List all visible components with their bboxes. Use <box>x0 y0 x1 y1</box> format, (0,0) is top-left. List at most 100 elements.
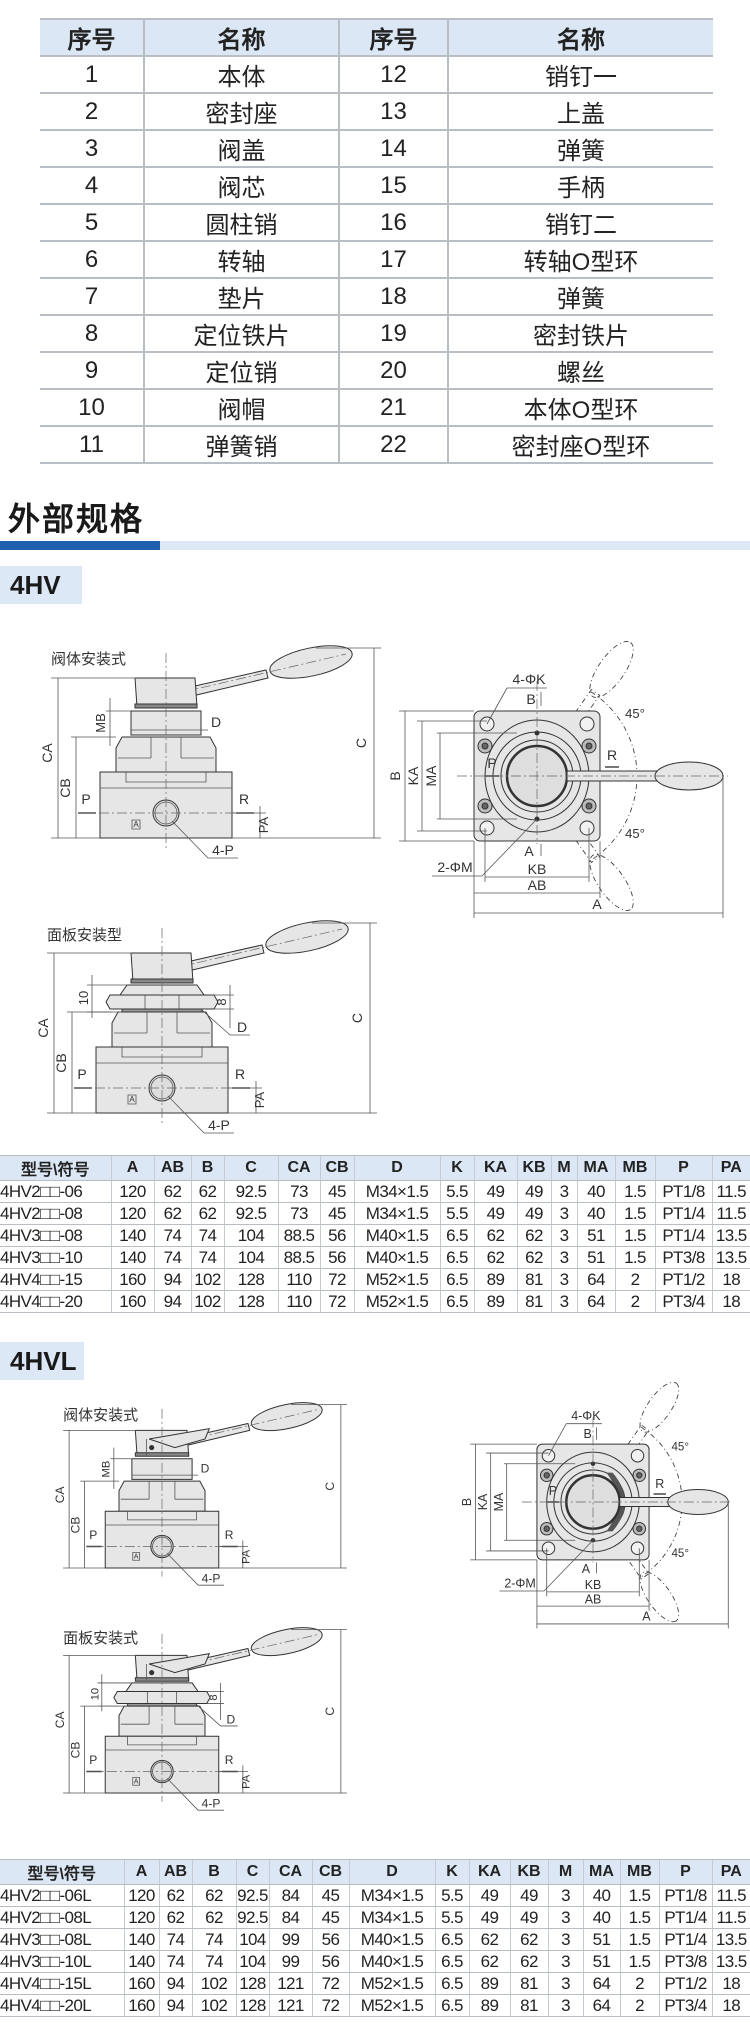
column-header: C <box>235 1859 269 1885</box>
label-ca: CA <box>53 1712 67 1729</box>
dimension-value: 49 <box>468 1884 510 1907</box>
dimension-value: 45 <box>311 1906 349 1929</box>
dimension-value: 6.5 <box>439 1224 474 1247</box>
dimension-value: 3 <box>550 1224 577 1247</box>
label-b-port: B <box>526 691 535 707</box>
dimension-value: 1.5 <box>619 1884 659 1907</box>
dimension-value: 51 <box>582 1950 620 1973</box>
column-header: M <box>550 1155 577 1181</box>
dimension-value: 13.5 <box>711 1246 750 1269</box>
header-index: 序号 <box>40 18 144 57</box>
column-header: AB <box>158 1859 192 1885</box>
model-number: 4HV3□□-10L <box>0 1950 124 1973</box>
dimension-value: 62 <box>191 1906 236 1929</box>
part-index: 6 <box>40 241 144 279</box>
label-ma: MA <box>423 765 439 787</box>
dimension-value: PT3/4 <box>654 1290 712 1313</box>
model-number: 4HV2□□-08 <box>0 1202 111 1225</box>
dimension-value: PT1/2 <box>654 1268 712 1291</box>
dimension-value: M34×1.5 <box>348 1906 435 1929</box>
dimension-value: 94 <box>158 1994 192 2017</box>
latch-flag <box>149 1654 209 1673</box>
label-10: 10 <box>89 1688 101 1700</box>
dimension-value: 49 <box>473 1180 517 1203</box>
mounting-hole <box>480 821 494 835</box>
dimension-value: 62 <box>158 1884 192 1907</box>
column-header: A <box>123 1859 159 1885</box>
locating-pin <box>534 730 540 736</box>
mounting-hole <box>542 1542 554 1554</box>
part-name: 弹簧销 <box>143 426 339 464</box>
column-header: P <box>654 1155 712 1181</box>
dimension-value: M52×1.5 <box>353 1268 440 1291</box>
label-angle: 45° <box>671 1441 689 1453</box>
drawing-caption: 面板安装式 <box>63 1629 138 1647</box>
section-accent-bar <box>0 541 160 550</box>
mounting-hole <box>631 1449 643 1461</box>
dimension-value: PT1/8 <box>654 1180 712 1203</box>
dimension-value: 18 <box>711 1994 750 2017</box>
mounting-hole <box>580 821 594 835</box>
dimension-value: 1.5 <box>614 1180 655 1203</box>
column-header: CA <box>268 1859 312 1885</box>
label-c: C <box>353 738 369 748</box>
dimension-value: 3 <box>547 1928 583 1951</box>
part-name: 本体O型环 <box>447 389 713 427</box>
model-number: 4HV4□□-20 <box>0 1290 111 1313</box>
mounting-hole <box>580 717 594 731</box>
dimension-value: 62 <box>153 1180 191 1203</box>
section-divider-bar <box>160 541 750 550</box>
marker-box <box>133 1778 140 1786</box>
dimension-value: 3 <box>547 1906 583 1929</box>
column-header: B <box>190 1155 224 1181</box>
part-index: 9 <box>40 352 144 390</box>
part-index: 2 <box>40 93 144 131</box>
dimension-value: 62 <box>516 1224 551 1247</box>
dimension-value: PT3/4 <box>658 1994 712 2017</box>
dimension-value: 49 <box>516 1180 551 1203</box>
dimension-value: 160 <box>123 1994 159 2017</box>
part-index: 15 <box>338 167 448 205</box>
dimension-value: 121 <box>268 1972 312 1995</box>
column-header: K <box>434 1859 469 1885</box>
dimension-value: 64 <box>576 1268 615 1291</box>
column-header: PA <box>711 1155 750 1181</box>
part-index: 12 <box>338 56 448 94</box>
label-r: R <box>225 1753 234 1767</box>
part-name: 手柄 <box>447 167 713 205</box>
dimension-value: 49 <box>509 1884 548 1907</box>
leader-line <box>172 821 208 858</box>
dimension-value: 92.5 <box>235 1906 269 1929</box>
dimension-value: 74 <box>158 1950 192 1973</box>
dimension-value: 92.5 <box>235 1884 269 1907</box>
label-ab: AB <box>528 877 547 893</box>
column-header: KA <box>468 1859 510 1885</box>
drawing-caption: 面板安装型 <box>47 926 122 944</box>
drawing-caption: 阀体安装式 <box>63 1407 138 1424</box>
model-number: 4HV4□□-15 <box>0 1268 111 1291</box>
dimension-value: 160 <box>110 1268 154 1291</box>
model-number: 4HV4□□-15L <box>0 1972 124 1995</box>
dimension-value: 104 <box>223 1224 278 1247</box>
part-name: 弹簧 <box>447 130 713 168</box>
label-b: B <box>460 1498 474 1506</box>
leader-line <box>196 1704 220 1726</box>
dimension-value: 74 <box>191 1928 236 1951</box>
label-8: 8 <box>208 1694 220 1700</box>
dimension-value: M40×1.5 <box>348 1950 435 1973</box>
label-port: 4-P <box>208 1117 230 1133</box>
dimension-value: 64 <box>582 1972 620 1995</box>
dimension-value: 6.5 <box>434 1972 469 1995</box>
dimension-value: 49 <box>473 1202 517 1225</box>
part-index: 14 <box>338 130 448 168</box>
dimension-value: 1.5 <box>619 1906 659 1929</box>
